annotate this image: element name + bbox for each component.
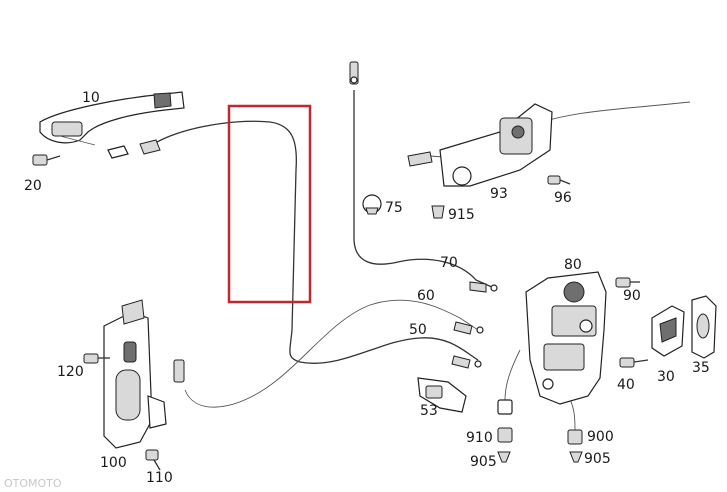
cable-to-60 [184,299,479,408]
callout-90: 90 [623,288,641,304]
lock-actuator-93 [407,103,553,187]
callout-60: 60 [417,288,435,304]
bracket-53 [417,377,467,413]
callout-905-right: 905 [584,451,611,467]
watermark: OTOMOTO [4,477,62,490]
callout-35: 35 [692,360,710,376]
cable-end-60 [453,321,484,335]
cable-end-70 [469,281,498,293]
screw-90 [615,277,640,288]
pin-905-right [569,451,583,463]
connector-915 [431,205,445,219]
outer-door-handle [39,91,185,146]
callout-905-left: 905 [470,454,497,470]
clip-75 [362,194,382,215]
connector-900 [567,429,583,445]
callout-110: 110 [146,470,173,486]
callout-20: 20 [24,178,42,194]
callout-900: 900 [587,429,614,445]
callout-100: 100 [100,455,127,471]
cable-end-50 [451,355,482,369]
callout-75: 75 [385,200,403,216]
callout-915: 915 [448,207,475,223]
callout-50: 50 [409,322,427,338]
striker-30 [651,305,685,357]
cable-910 [504,349,521,401]
handle-cable-end [107,139,161,159]
callout-30: 30 [657,369,675,385]
bolt-96 [547,175,571,185]
screw-20 [32,154,61,166]
inner-handle-100 [103,299,167,449]
callout-40: 40 [617,377,635,393]
callout-120: 120 [57,364,84,380]
screw-110 [145,449,161,471]
pin-905-left [497,451,511,463]
callout-93: 93 [490,186,508,202]
inner-handle-cable-end [173,359,185,383]
cable-vertical-70 [353,90,495,289]
screw-40 [619,357,649,368]
gasket-35 [691,295,717,359]
highlight-frame [227,104,312,304]
callout-80: 80 [564,257,582,273]
connector-910 [497,399,513,443]
door-lock-80 [525,271,607,405]
screw-120 [83,353,110,364]
cable-top-end [349,61,359,85]
callout-10: 10 [82,90,100,106]
callout-70: 70 [440,255,458,271]
callout-96: 96 [554,190,572,206]
callout-910: 910 [466,430,493,446]
callout-53: 53 [420,403,438,419]
cable-outer-handle [147,120,479,364]
